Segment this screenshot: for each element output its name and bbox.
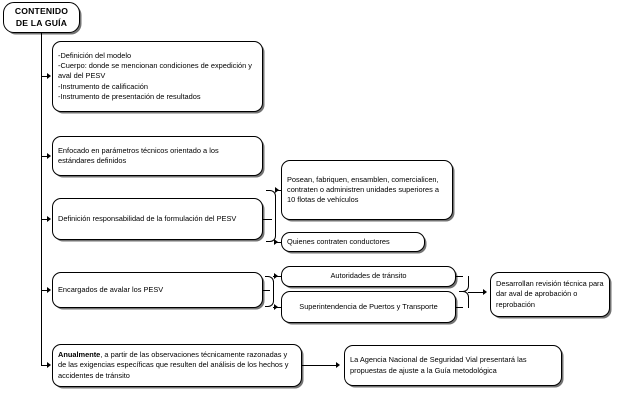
arrowhead-contenido [47, 73, 51, 79]
connector-trunk-vertical [41, 33, 42, 365]
connector-merge-elbow-bottom [459, 291, 469, 308]
node-anualmente-observaciones[interactable]: Anualmente, a partir de las observacione… [52, 344, 302, 387]
arrowhead-agencia [336, 362, 340, 368]
node-anualmente-label: Anualmente, a partir de las observacione… [53, 350, 301, 381]
arrowhead-superintendencia [274, 304, 278, 310]
arrowhead-anualmente [47, 362, 51, 368]
arrowhead-definicion [47, 216, 51, 222]
node-agencia-label: La Agencia Nacional de Seguridad Vial pr… [350, 355, 527, 375]
node-autoridades-de-transito[interactable]: Autoridades de tránsito [281, 266, 456, 287]
connector-to-quienes [275, 242, 282, 243]
node-quienes-contraten-conductores[interactable]: Quienes contraten conductores [281, 232, 425, 252]
node-encargados-avalar[interactable]: Encargados de avalar los PESV [52, 272, 263, 308]
node-posean-fabriquen[interactable]: Posean, fabriquen, ensamblen, comerciali… [281, 160, 453, 220]
connector-encargados-elbow-up [265, 276, 274, 291]
arrowhead-enfocado [47, 153, 51, 159]
arrowhead-quienes [274, 239, 278, 245]
node-desarrollan-label: Desarrollan revisión técnica para dar av… [496, 279, 604, 309]
node-posean-label: Posean, fabriquen, ensamblen, comerciali… [287, 174, 440, 205]
connector-merge-to-desarrollan [468, 292, 484, 293]
arrowhead-desarrollan [483, 289, 487, 295]
connector-merge-elbow-top [459, 276, 469, 292]
connector-definicion-elbow-down [266, 219, 276, 242]
connector-trunk-to-encargados [41, 290, 49, 291]
node-agencia-nacional-seguridad-vial[interactable]: La Agencia Nacional de Seguridad Vial pr… [344, 345, 562, 386]
connector-trunk-to-anualmente [41, 365, 49, 366]
arrowhead-posean [275, 187, 279, 193]
connector-definicion-elbow-up [266, 190, 276, 220]
node-superintendencia-label: Superintendencia de Puertos y Transporte [299, 301, 438, 311]
connector-anualmente-to-agencia [302, 365, 338, 366]
node-root-contenido-de-la-guia[interactable]: CONTENIDO DE LA GUÍA [3, 2, 80, 33]
node-quienes-label: Quienes contraten conductores [287, 236, 390, 246]
connector-trunk-to-contenido [41, 76, 49, 77]
connector-trunk-to-definicion [41, 219, 49, 220]
node-contenido-items[interactable]: -Definición del modelo -Cuerpo: donde se… [52, 41, 263, 112]
arrowhead-encargados [47, 287, 51, 293]
node-anualmente-rest: , a partir de las observaciones técnicam… [58, 350, 289, 380]
node-root-label: CONTENIDO DE LA GUÍA [14, 5, 69, 28]
connector-encargados-elbow-down [265, 290, 274, 307]
node-definicion-label: Definición responsabilidad de la formula… [58, 213, 237, 223]
node-definicion-responsabilidad[interactable]: Definición responsabilidad de la formula… [52, 198, 263, 240]
node-desarrollan-revision-tecnica[interactable]: Desarrollan revisión técnica para dar av… [490, 272, 610, 317]
node-contenido-items-label: -Definición del modelo -Cuerpo: donde se… [58, 50, 252, 101]
arrowhead-autoridades [274, 273, 278, 279]
node-anualmente-lead: Anualmente [58, 350, 101, 360]
connector-trunk-to-enfocado [41, 156, 49, 157]
node-enfocado-parametros[interactable]: Enfocado en parámetros técnicos orientad… [52, 136, 263, 176]
node-superintendencia-puertos-transporte[interactable]: Superintendencia de Puertos y Transporte [281, 291, 456, 323]
node-encargados-label: Encargados de avalar los PESV [58, 284, 164, 294]
node-autoridades-label: Autoridades de tránsito [330, 271, 407, 281]
node-enfocado-label: Enfocado en parámetros técnicos orientad… [58, 145, 219, 165]
